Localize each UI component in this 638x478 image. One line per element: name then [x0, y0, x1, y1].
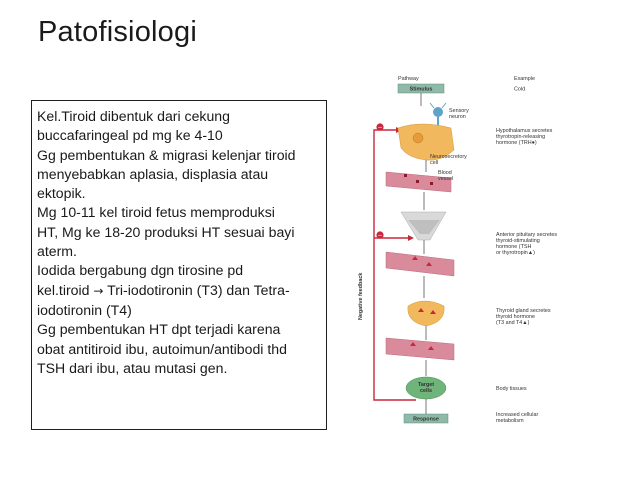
sensory-neuron-label: neuron — [449, 114, 466, 120]
arrow-line-after: Tri-iodotironin (T3) dan Tetra- — [103, 281, 290, 298]
pituitary-label: Anterior pituitary secretes — [496, 232, 557, 238]
right-arrow-icon: → — [93, 283, 104, 298]
stimulus-label: Stimulus — [410, 87, 433, 93]
thyroid-label: Thyroid gland secretes — [496, 308, 551, 314]
flow-arrows — [423, 160, 427, 414]
pituitary-label: thyroid-stimulating — [496, 238, 540, 244]
hypothalamus-icon — [397, 123, 455, 161]
body-line: ektopik. — [37, 185, 86, 202]
body-line: Iodida bergabung dgn tirosine pd — [37, 262, 244, 279]
body-line: iodotironin (T4) — [37, 301, 132, 318]
neurosecretory-label: cell — [430, 160, 438, 166]
example-header: Example — [514, 76, 535, 82]
negative-feedback-label: Negative feedback — [358, 273, 364, 320]
thyroid-label: thyroid hormone — [496, 314, 535, 320]
pathway-header: Pathway — [398, 76, 419, 82]
target-cells-label: cells — [420, 388, 432, 394]
pituitary-label: hormone (TSH — [496, 244, 531, 250]
blood-vessel-label: vessel — [438, 176, 453, 182]
hypothalamus-label: thyrotropin-releasing — [496, 134, 545, 140]
body-line: HT, Mg ke 18-20 produksi HT sesuai bayi — [37, 223, 295, 240]
sensory-neuron-icon — [429, 102, 447, 126]
body-line: TSH dari ibu, atau mutasi gen. — [37, 359, 228, 376]
target-cells-label: Target — [418, 382, 434, 388]
body-line: obat antitiroid ibu, autoimun/antibodi t… — [37, 340, 287, 357]
minus-marker-icon — [376, 123, 384, 131]
minus-marker-icon — [376, 231, 384, 239]
thyroid-label: (T3 and T4▲) — [496, 320, 530, 326]
body-line: Kel.Tiroid dibentuk dari cekung — [37, 108, 230, 124]
blood-vessel-label: Blood — [438, 170, 452, 176]
body-line: aterm. — [37, 243, 77, 260]
slide-title: Patofisiologi — [38, 16, 197, 48]
neurosecretory-label: Neurosecretory — [430, 154, 467, 160]
response-box — [403, 413, 449, 424]
thyroid-gland-icon — [407, 300, 445, 327]
sensory-neuron-label: Sensory — [449, 108, 469, 114]
arrow-line-before: kel.tiroid — [37, 281, 94, 298]
minus-marker-label: − — [377, 124, 382, 131]
blood-vessel-icon — [385, 337, 455, 361]
response-label: Response — [413, 417, 439, 423]
body-line: buccafaringeal pd mg ke 4-10 — [37, 127, 223, 144]
hypothalamus-label: hormone (TRH●) — [496, 140, 537, 146]
negative-feedback-loop: − − Negative feedback — [358, 123, 416, 401]
cold-label: Cold — [514, 87, 525, 93]
metabolism-label: Increased cellular — [496, 412, 538, 418]
body-text-box: Kel.Tiroid dibentuk dari cekung buccafar… — [31, 100, 327, 430]
body-line: Gg pembentukan & migrasi kelenjar tiroid — [37, 146, 296, 163]
minus-marker-label: − — [377, 232, 382, 239]
body-tissues-label: Body tissues — [496, 386, 527, 392]
body-line: Gg pembentukan HT dpt terjadi karena — [37, 321, 281, 338]
body-line: Mg 10-11 kel tiroid fetus memproduksi — [37, 204, 275, 221]
blood-vessel-icon — [385, 251, 455, 277]
body-line: menyebabkan aplasia, displasia atau — [37, 165, 269, 182]
thyroid-regulation-diagram: Pathway Example − − Negative feedback St… — [346, 70, 591, 442]
hypothalamus-label: Hypothalamus secretes — [496, 128, 553, 134]
pituitary-label: or thyrotropin▲) — [496, 250, 535, 256]
metabolism-label: metabolism — [496, 418, 524, 424]
body-line-arrow: kel.tiroid → Tri-iodotironin (T3) dan Te… — [37, 281, 322, 301]
